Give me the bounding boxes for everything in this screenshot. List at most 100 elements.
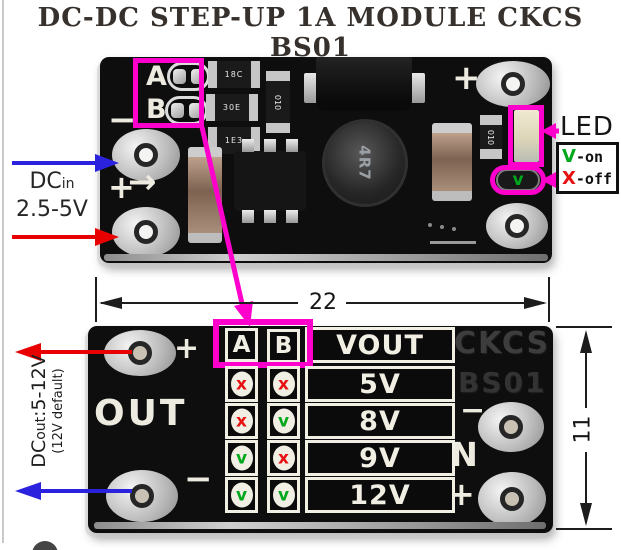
ic-leg: [264, 139, 276, 152]
hole: [505, 214, 529, 238]
solder-dots: [428, 223, 432, 227]
hole: [134, 220, 158, 244]
led-highlight-box: [508, 105, 544, 167]
diode: [316, 57, 412, 111]
legend-on-label: -on: [575, 148, 604, 166]
ab-header-highlight-box: [213, 319, 313, 368]
capacitor: [432, 123, 472, 201]
board-edge: [104, 254, 548, 261]
solder-pad: [173, 69, 186, 84]
smd-resistor-vertical: 010: [480, 115, 502, 159]
board-edge: [94, 522, 546, 529]
legend-off-label: -off: [575, 170, 613, 188]
resistor-label: 010: [486, 129, 496, 145]
jumper-a-state-cell: x: [225, 366, 258, 402]
jumper-state-mark: x: [230, 408, 253, 434]
partial-circle: [32, 541, 58, 550]
ic-leg: [286, 210, 298, 223]
dimension-height-value: 11: [570, 415, 596, 443]
led-indicator-highlight-box: [490, 165, 546, 195]
vout-value-cell: 5V: [305, 366, 455, 402]
jumper-a-state-cell: v: [225, 440, 258, 476]
smd-resistor-vertical: 010: [266, 71, 290, 133]
solder-pad: [171, 103, 184, 118]
silk-arrow-icon: →: [128, 162, 157, 202]
ab-jumper-highlight-box: [133, 58, 204, 128]
jumper-b-state-cell: x: [267, 366, 300, 402]
dcin-sub: in: [61, 176, 75, 192]
ic-leg: [264, 210, 276, 223]
legend-on-row: V-on: [562, 146, 614, 168]
inductor: 4R7: [322, 119, 408, 207]
diode-lead: [304, 73, 318, 103]
dcin-range: 2.5-5V: [16, 196, 88, 222]
jumper-b-state-cell: v: [267, 477, 300, 513]
jumper-b-state-cell: x: [267, 440, 300, 476]
mounting-hole: [476, 61, 550, 107]
smd-resistor: 30E: [206, 94, 258, 121]
capacitor: [188, 147, 222, 243]
dcin-prefix: DC: [29, 169, 62, 194]
vout-value-cell: 9V: [305, 440, 455, 476]
silk-plus-tr: +: [452, 58, 481, 98]
jumper-state-mark: x: [230, 371, 253, 397]
silk-plus-out: +: [174, 331, 200, 366]
table-header-a: A: [225, 328, 258, 362]
silk-minus-out: −: [184, 459, 213, 499]
jumper-state-mark: v: [230, 482, 253, 508]
mounting-hole: [478, 402, 544, 452]
inductor-marking: 4R7: [356, 145, 374, 181]
mounting-hole: [112, 207, 180, 257]
ic-leg: [286, 139, 298, 152]
mounting-hole: [478, 472, 546, 526]
top-board-photo: − + → + A B 18C 30E 1E3 010 4R7: [100, 57, 552, 263]
table-header-b: B: [267, 329, 300, 363]
solder-pad: [189, 103, 202, 118]
vout-value-cell: 8V: [305, 403, 455, 439]
dcout-range: :5-12V: [28, 354, 50, 417]
table-header-vout: VOUT: [305, 327, 455, 363]
jumper-a-state-cell: v: [225, 477, 258, 513]
dcout-note: (12V default): [50, 368, 66, 454]
page-left-border: [2, 0, 4, 543]
mounting-hole: [104, 330, 176, 376]
dcout-label: DCout:5-12V (12V default): [28, 346, 80, 480]
dcin-label: DCin 2.5-5V: [0, 168, 104, 223]
hole: [499, 415, 523, 439]
mounting-hole: [486, 203, 548, 249]
bottom-board-photo: + OUT − CKCS BS01 − IN + A B VOUT x x 5V…: [88, 319, 553, 533]
led-legend: V-on X-off: [556, 142, 619, 194]
led-label: LED: [560, 112, 614, 142]
jumper-state-mark: v: [272, 482, 295, 508]
brand-text: CKCS: [454, 326, 551, 361]
out-label: OUT: [94, 393, 188, 434]
page-title: DC-DC STEP-UP 1A MODULE CKCS BS01: [37, 3, 584, 63]
diode-lead: [410, 73, 425, 103]
hole: [501, 72, 525, 96]
dcout-prefix: DC: [28, 439, 50, 468]
jumper-b-state-cell: v: [267, 403, 300, 439]
hole: [134, 143, 158, 167]
mounting-hole: [112, 129, 180, 181]
silk-minus-in: −: [460, 393, 486, 428]
resistor-label: 010: [273, 94, 283, 110]
check-icon: V: [562, 146, 576, 167]
dcout-sub: out: [33, 416, 49, 440]
jumper-a-state-cell: x: [225, 403, 258, 439]
jumper-state-mark: x: [272, 445, 295, 471]
mounting-hole: [106, 470, 178, 522]
silk-minus: −: [108, 100, 137, 140]
legend-off-row: X-off: [562, 168, 614, 190]
ic-leg: [242, 139, 254, 152]
dimension-width: 22: [309, 290, 337, 315]
hole: [130, 484, 154, 508]
led: [514, 110, 539, 162]
hole: [128, 341, 152, 365]
jumper-b-label: B: [146, 94, 167, 125]
jumper-a-label: A: [146, 61, 167, 92]
jumper-state-mark: x: [272, 371, 295, 397]
ic-leg: [242, 210, 254, 223]
smd-resistor: 18C: [208, 61, 260, 88]
silk-plus: +: [108, 168, 135, 206]
